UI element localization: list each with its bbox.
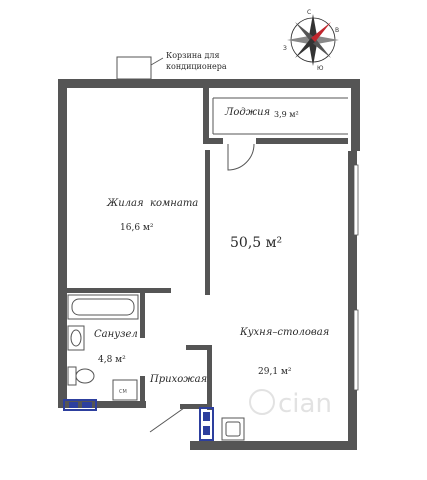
bathroom-door-wall [140, 376, 145, 408]
kitchen-area: 29,1 м² [258, 367, 292, 377]
kitchen-riser-equipment [199, 407, 214, 441]
total-area: 50,5 м² [230, 235, 282, 251]
compass-letter-w: З [283, 45, 287, 52]
hallway-bottom-left [180, 404, 212, 409]
bathroom-name: Санузел [94, 329, 138, 340]
bathroom-sink [67, 325, 85, 351]
entrance-door [149, 407, 185, 433]
hallway-partition-top [186, 345, 212, 350]
living-kitchen-partition [205, 150, 210, 295]
living-bathroom-partition [67, 288, 171, 293]
bathtub [67, 294, 139, 320]
living-room-name: Жилая комната [106, 198, 198, 209]
compass-letter-n: С [307, 9, 311, 16]
hallway-name: Прихожая [149, 374, 207, 385]
loggia-area: 3,9 м² [274, 110, 299, 119]
ac-basket-label-line2: кондиционера [166, 62, 227, 71]
kitchen-windows [353, 164, 359, 391]
cian-watermark: cian [249, 389, 332, 419]
bathroom-right-wall [140, 293, 145, 338]
loggia-name: Лоджия [224, 107, 270, 118]
kitchen-sink [221, 417, 245, 441]
ac-basket-label-line1: Корзина для [166, 51, 220, 60]
ac-basket [116, 56, 152, 80]
bathroom-area: 4,8 м² [98, 355, 126, 365]
kitchen-name: Кухня–столовая [239, 327, 329, 338]
loggia-walls [203, 88, 348, 144]
washing-machine-label: СМ [119, 389, 127, 395]
washing-machine: СМ [112, 379, 138, 401]
hallway-partition-right [207, 345, 212, 410]
compass-letter-s: Ю [317, 65, 324, 72]
living-room-area: 16,6 м² [120, 223, 154, 233]
outer-walls [58, 79, 360, 450]
watermark-text: cian [278, 389, 332, 419]
toilet [67, 366, 95, 386]
loggia-door [227, 143, 255, 171]
ac-basket-leader-line [150, 57, 164, 66]
compass-letter-e: В [335, 27, 339, 34]
compass-rose-icon: С В Ю З [283, 9, 339, 72]
bathroom-equipment [63, 399, 97, 411]
